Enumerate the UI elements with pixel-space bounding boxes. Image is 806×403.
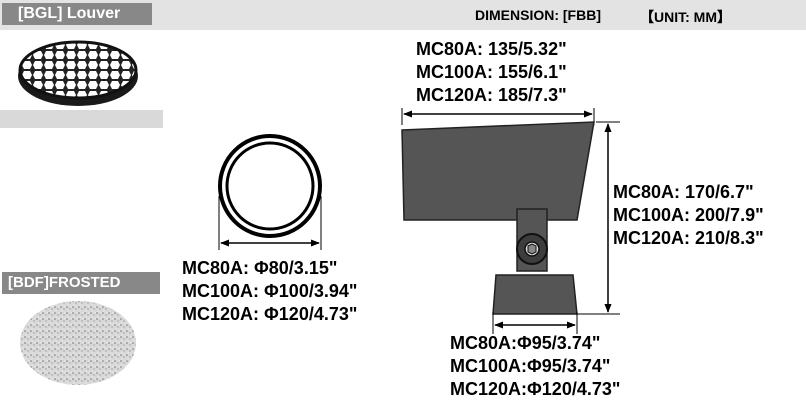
base-width-mc100a: MC100A:Φ95/3.74" bbox=[450, 356, 611, 376]
front-diameter-mc100a: MC100A: Φ100/3.94" bbox=[182, 281, 358, 301]
height-mc120a: MC120A: 210/8.3" bbox=[613, 228, 764, 248]
front-diameter-dims: MC80A: Φ80/3.15" MC100A: Φ100/3.94" MC12… bbox=[182, 257, 357, 326]
base-width-mc80a: MC80A:Φ95/3.74" bbox=[450, 333, 601, 353]
front-diameter-mc80a: MC80A: Φ80/3.15" bbox=[182, 258, 338, 278]
top-width-mc120a: MC120A: 185/7.3" bbox=[416, 85, 567, 105]
louver-label: [BGL] Louver bbox=[2, 3, 152, 25]
top-width-mc80a: MC80A: 135/5.32" bbox=[416, 39, 567, 59]
side-view-fixture bbox=[401, 108, 620, 334]
frosted-lens-image bbox=[20, 301, 136, 385]
height-mc80a: MC80A: 170/6.7" bbox=[613, 182, 754, 202]
front-diameter-mc120a: MC120A: Φ120/4.73" bbox=[182, 304, 358, 324]
top-width-mc100a: MC100A: 155/6.1" bbox=[416, 62, 567, 82]
front-view-ring bbox=[218, 134, 322, 250]
louver-image bbox=[18, 40, 138, 106]
base-width-dims: MC80A:Φ95/3.74" MC100A:Φ95/3.74" MC120A:… bbox=[450, 332, 620, 401]
dimension-title: DIMENSION: [FBB] bbox=[475, 7, 601, 23]
top-width-dims: MC80A: 135/5.32" MC100A: 155/6.1" MC120A… bbox=[416, 38, 567, 107]
fixture-head bbox=[401, 121, 595, 221]
louver-divider bbox=[0, 110, 163, 128]
height-dims: MC80A: 170/6.7" MC100A: 200/7.9" MC120A:… bbox=[613, 181, 764, 250]
unit-label: 【UNIT: MM】 bbox=[640, 9, 731, 25]
base-width-mc120a: MC120A:Φ120/4.73" bbox=[450, 379, 621, 399]
height-mc100a: MC100A: 200/7.9" bbox=[613, 205, 764, 225]
fixture-base bbox=[492, 274, 578, 315]
frosted-label: [BDF]FROSTED bbox=[2, 272, 160, 294]
